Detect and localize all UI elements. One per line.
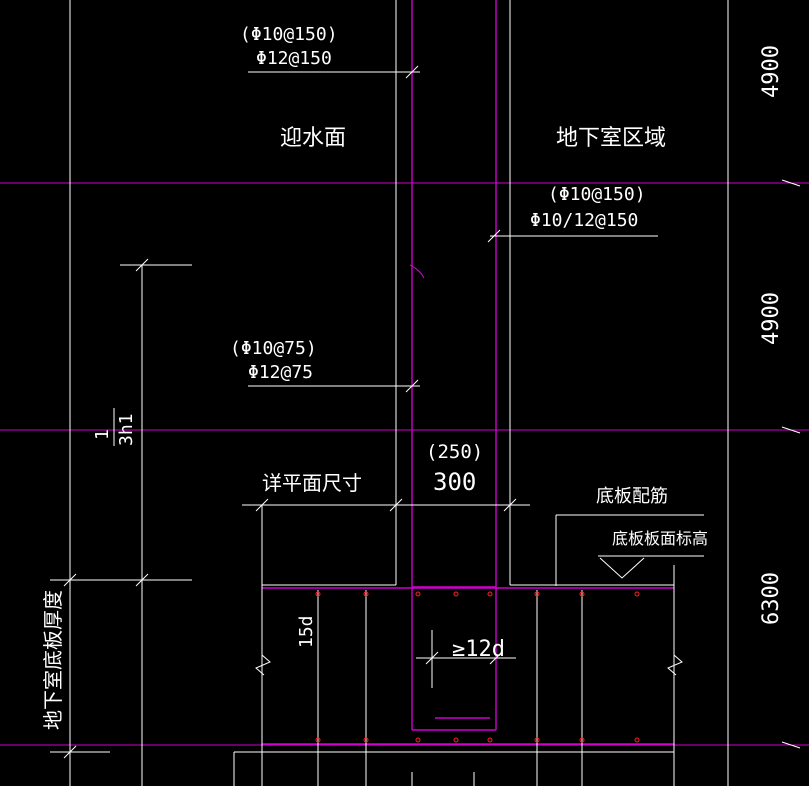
rebar-dot [487, 737, 493, 743]
rebar-dot [579, 737, 585, 743]
rebar-hook [409, 264, 425, 279]
dim-slab-tick-bottom [63, 745, 77, 759]
dim-wall-tick1 [255, 498, 269, 512]
wall [395, 0, 511, 731]
basement-area-label: 地下室区域 [556, 126, 666, 151]
right-dim-tick-3 [781, 741, 801, 749]
slab-elev-label: 底板板面标高 [612, 529, 708, 548]
rebar-dot [487, 591, 493, 597]
dim-wall-tick3 [503, 498, 517, 512]
anchor-12d-label: ≥12d [452, 637, 505, 662]
right-rebar-label: Φ10/12@150 [530, 210, 638, 231]
right-dim-tick-1 [781, 179, 801, 187]
dimensions-lines [50, 179, 801, 786]
h1-fraction-den: 3h1 [116, 413, 137, 446]
base-slab [233, 505, 683, 786]
right-bracket-rebar-label: (Φ10@150) [548, 184, 646, 205]
text-labels: (Φ10@150) Φ12@150 迎水面 地下室区域 (Φ10@150) Φ1… [41, 24, 784, 730]
h1-fraction-num: 1 [92, 429, 113, 440]
wall-thickness-alt: (250) [426, 441, 483, 463]
elev-triangle [599, 557, 645, 579]
dim-12d-tick1 [425, 651, 439, 665]
dim-h-tick-bottom [135, 573, 149, 587]
right-dim-tick-2 [781, 426, 801, 434]
rebar-dot [453, 591, 459, 597]
rebar-dot [415, 737, 421, 743]
rebar-dot [579, 591, 585, 597]
rebar-dot [415, 591, 421, 597]
mid-rebar-label: Φ12@75 [248, 362, 313, 383]
dim-6300: 6300 [759, 572, 784, 625]
rebar-dots [315, 591, 640, 743]
rebar-dot [534, 737, 540, 743]
dim-4900-mid: 4900 [759, 292, 784, 345]
plan-dim-note: 详平面尺寸 [262, 471, 362, 495]
water-face-label: 迎水面 [280, 126, 346, 151]
wall-thickness: 300 [433, 468, 476, 496]
dim-4900-top: 4900 [759, 45, 784, 98]
leaders [248, 65, 658, 393]
dim-h-tick-top [135, 258, 149, 272]
break-mark-left [255, 654, 271, 676]
leader-mid-tick [405, 379, 419, 393]
dim-12d-tick2 [489, 651, 503, 665]
top-rebar-label: Φ12@150 [256, 48, 332, 69]
dim-slab-tick-top [63, 573, 77, 587]
anchor-15d-label: 15d [296, 615, 317, 648]
top-bracket-rebar-label: (Φ10@150) [240, 24, 338, 45]
leader-top-tick [405, 65, 419, 79]
rebar-dot [453, 737, 459, 743]
mid-bracket-rebar-label: (Φ10@75) [230, 338, 317, 359]
rebar-dot [634, 591, 640, 597]
rebar-dot [634, 737, 640, 743]
leader-right-tick [487, 229, 501, 243]
slab-rebar-label: 底板配筋 [596, 486, 668, 507]
rebar-dot [363, 737, 369, 743]
rebar-dot [534, 591, 540, 597]
rebar-dot [363, 591, 369, 597]
slab-thickness-label: 地下室底板厚度 [41, 590, 65, 730]
break-mark-right [667, 654, 683, 676]
rebar-dot [315, 737, 321, 743]
dim-wall-tick2 [389, 498, 403, 512]
rebar-dot [315, 591, 321, 597]
